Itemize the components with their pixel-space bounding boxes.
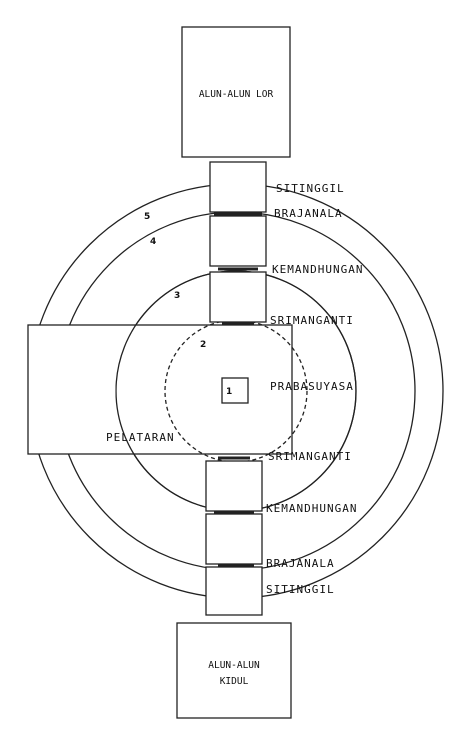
ring-number-4: 4 [150,237,156,247]
label-kemandhungan-bottom: KEMANDHUNGAN [266,502,357,515]
ring-number-2: 2 [200,340,206,350]
label-srimanganti-top: SRIMANGANTI [270,314,354,327]
alun-alun-lor-label: ALUN-ALUN LOR [199,89,274,100]
label-sitinggil-bottom: SITINGGIL [266,583,335,596]
brajanala-bottom-box [205,513,263,565]
label-sitinggil-top: SITINGGIL [276,182,345,195]
kemandhungan-top-box [209,271,267,323]
label-srimanganti-bottom: SRIMANGANTI [268,450,352,463]
label-pelataran: PELATARAN [106,431,175,444]
ring-number-3: 3 [174,291,180,301]
prabasuyasa-square [221,377,249,404]
ring-number-5: 5 [144,212,150,222]
brajanala-top-box [209,215,267,267]
sitinggil-top-box [209,161,267,213]
gate-marks [214,212,262,568]
sitinggil-bottom-box [205,566,263,616]
alun-alun-kidul-label-2: KIDUL [220,676,249,687]
ring-number-1: 1 [226,387,232,397]
label-brajanala-top: BRAJANALA [274,207,343,220]
label-prabasuyasa: PRABASUYASA [270,380,354,393]
ring-2-dashed [164,319,308,463]
label-brajanala-bottom: BRAJANALA [266,557,335,570]
alun-alun-kidul-label-1: ALUN-ALUN [208,660,260,671]
alun-alun-lor-box [181,26,291,158]
alun-alun-kidul-box [176,622,292,719]
label-kemandhungan-top: KEMANDHUNGAN [272,263,363,276]
kemandhungan-bottom-box [205,460,263,512]
